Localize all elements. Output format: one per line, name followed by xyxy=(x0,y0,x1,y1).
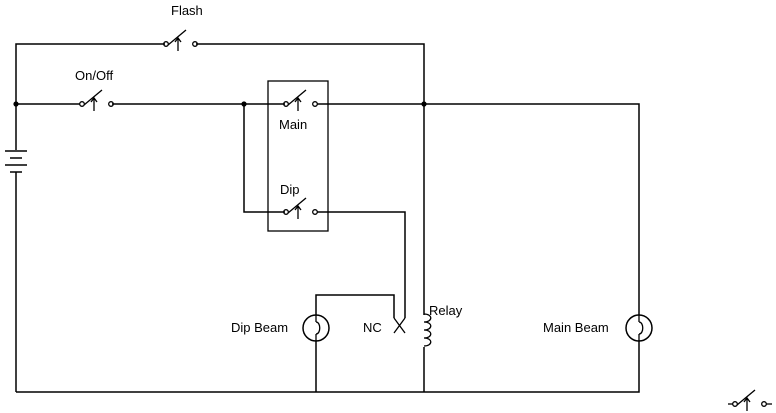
dip-to-nc-wire xyxy=(317,211,406,318)
main-beam-lamp xyxy=(625,314,653,342)
junctions xyxy=(13,101,427,107)
dip-label: Dip xyxy=(280,182,300,197)
main-label: Main xyxy=(279,117,307,132)
wires xyxy=(15,43,640,393)
flash-switch xyxy=(163,29,198,51)
dip-branch-wire xyxy=(243,104,285,213)
ground-wire xyxy=(16,341,640,393)
dip-beam-lamp xyxy=(302,314,330,342)
junction-dot xyxy=(13,101,19,107)
junction-dot xyxy=(241,101,247,107)
switch-legend-symbol xyxy=(728,389,772,411)
main-switch xyxy=(283,89,318,111)
on-off-switch xyxy=(79,89,114,111)
headlight-switch-box xyxy=(267,80,329,232)
flash-label: Flash xyxy=(171,3,203,18)
dip-beam-label: Dip Beam xyxy=(231,320,288,335)
junction-dot xyxy=(421,101,427,107)
nc-label: NC xyxy=(363,320,382,335)
nc-contact-symbol xyxy=(393,317,406,334)
relay-label: Relay xyxy=(429,303,463,318)
battery-symbol xyxy=(5,150,27,173)
nc-to-dipbeam-wire xyxy=(315,294,395,392)
flash-wire xyxy=(15,43,425,392)
on-off-label: On/Off xyxy=(75,68,113,83)
dip-switch xyxy=(283,197,318,219)
main-beam-label: Main Beam xyxy=(543,320,609,335)
relay-coil xyxy=(417,313,432,347)
